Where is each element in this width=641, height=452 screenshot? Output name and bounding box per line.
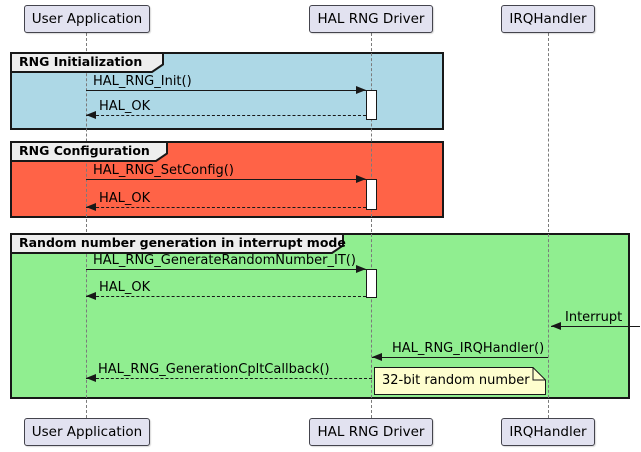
participant-irqhandler-bottom: IRQHandler: [501, 418, 595, 446]
message-line: [86, 378, 372, 379]
message-hal-ok-3: HAL_OK: [99, 280, 151, 295]
arrowhead-left: [372, 353, 382, 361]
lifeline-irqhandler: [548, 33, 549, 418]
message-hal-rng-irqhandler: HAL_RNG_IRQHandler(): [392, 341, 545, 356]
participant-label: HAL RNG Driver: [317, 11, 425, 27]
activation-bar: [366, 90, 377, 120]
message-hal-rng-init: HAL_RNG_Init(): [93, 74, 192, 89]
participant-hal-rng-driver-top: HAL RNG Driver: [309, 5, 433, 33]
participant-irqhandler-top: IRQHandler: [501, 5, 595, 33]
fragment-header-random-generation: Random number generation in interrupt mo…: [10, 233, 346, 254]
arrowhead-right: [356, 265, 366, 273]
participant-label: IRQHandler: [509, 11, 587, 27]
message-hal-rng-generate-random-number-it: HAL_RNG_GenerateRandomNumber_IT(): [93, 253, 356, 268]
participant-label: User Application: [31, 424, 143, 440]
message-line: [86, 90, 366, 91]
fragment-title: RNG Configuration: [19, 143, 150, 158]
message-line: [86, 296, 366, 297]
message-interrupt: Interrupt: [565, 310, 623, 325]
note-shape: [374, 367, 546, 395]
fragment-header-rng-configuration: RNG Configuration: [10, 141, 168, 162]
note-text: 32-bit random number: [382, 373, 530, 388]
arrowhead-left: [86, 292, 96, 300]
arrowhead-right: [356, 175, 366, 183]
participant-label: IRQHandler: [509, 424, 587, 440]
participant-user-application-top: User Application: [24, 5, 150, 33]
message-line: [86, 207, 366, 208]
arrowhead-left: [551, 322, 561, 330]
fragment-header-shape: [10, 141, 168, 162]
message-hal-ok-2: HAL_OK: [99, 191, 151, 206]
arrowhead-left: [86, 111, 96, 119]
message-line: [551, 326, 640, 327]
participant-label: HAL RNG Driver: [317, 424, 425, 440]
participant-user-application-bottom: User Application: [24, 418, 150, 446]
message-line: [86, 269, 366, 270]
message-hal-rng-setconfig: HAL_RNG_SetConfig(): [93, 163, 234, 178]
message-hal-rng-generation-cplt-callback: HAL_RNG_GenerationCpltCallback(): [98, 362, 330, 377]
lifeline-hal-rng-driver: [371, 33, 372, 418]
message-line: [86, 179, 366, 180]
arrowhead-left: [86, 374, 96, 382]
message-line: [86, 115, 366, 116]
activation-bar: [366, 269, 377, 298]
fragment-title: RNG Initialization: [19, 54, 143, 69]
message-line: [372, 357, 548, 358]
fragment-header-rng-initialization: RNG Initialization: [10, 52, 164, 73]
fragment-header-shape: [10, 233, 344, 254]
arrowhead-right: [356, 86, 366, 94]
arrowhead-left: [86, 203, 96, 211]
participant-label: User Application: [31, 11, 143, 27]
participant-hal-rng-driver-bottom: HAL RNG Driver: [309, 418, 433, 446]
lifeline-user-application: [86, 33, 87, 418]
activation-bar: [366, 179, 377, 210]
fragment-title: Random number generation in interrupt mo…: [19, 235, 346, 250]
message-hal-ok-1: HAL_OK: [99, 99, 151, 114]
note-32-bit-random-number: 32-bit random number: [374, 367, 546, 395]
fragment-header-shape: [10, 52, 164, 73]
